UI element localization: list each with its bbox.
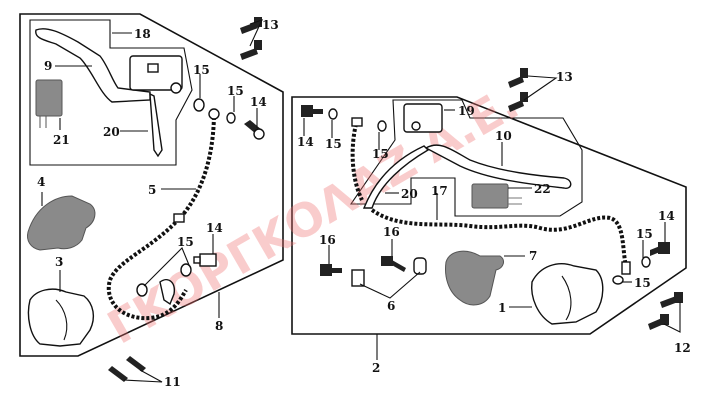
washer-icon [612, 275, 624, 285]
bolt-icon [381, 256, 393, 266]
part-label-3: 3 [55, 255, 63, 269]
reservoir-port [411, 121, 421, 131]
bolt-icon [240, 48, 258, 60]
part-label-15: 15 [177, 235, 194, 249]
bolt-shank [313, 109, 323, 114]
part-label-12: 12 [674, 341, 691, 355]
hose-banjo-lower [621, 261, 631, 275]
part-label-16: 16 [383, 225, 400, 239]
bolt-shank [332, 268, 342, 273]
washer-icon [641, 256, 651, 268]
front-master-cylinder [129, 55, 183, 91]
part-label-15: 15 [634, 276, 651, 290]
part-label-13: 13 [556, 70, 573, 84]
part-label-15: 15 [193, 63, 210, 77]
part-label-11: 11 [164, 375, 181, 389]
part-label-5: 5 [148, 183, 156, 197]
part-label-17: 17 [431, 184, 448, 198]
washer-icon [180, 263, 192, 277]
part-label-8: 8 [215, 319, 223, 333]
bolt-icon [301, 105, 313, 117]
bolt-icon [126, 356, 146, 372]
front-brake-pads [27, 195, 96, 251]
rear-brake-light-switch [471, 183, 509, 209]
front-lever-subframe [29, 19, 193, 166]
reservoir-cap [147, 63, 159, 73]
bolt-icon [240, 22, 258, 34]
part-label-13: 13 [262, 18, 279, 32]
caliper-detail [561, 275, 572, 321]
part-label-14: 14 [297, 135, 314, 149]
bolt-head [520, 92, 528, 102]
washer-icon [377, 120, 387, 132]
front-assembly-frame [19, 13, 284, 357]
part-label-4: 4 [37, 175, 45, 189]
part-label-15: 15 [636, 227, 653, 241]
front-brake-hose [106, 111, 216, 321]
part-label-18: 18 [134, 27, 151, 41]
bolt-head [674, 292, 683, 303]
bolt-icon [508, 76, 524, 88]
part-label-20: 20 [103, 125, 120, 139]
rear-master-cylinder [403, 103, 443, 133]
part-label-21: 21 [53, 133, 70, 147]
bolt-head [520, 68, 528, 78]
front-stop-switch [149, 92, 163, 158]
washer-icon [328, 108, 338, 120]
bolt-head [254, 17, 262, 27]
bolt-head [660, 314, 669, 325]
part-label-22: 22 [534, 182, 551, 196]
banjo-fitting [170, 82, 182, 94]
hose-fitting [413, 257, 427, 275]
rear-brake-pads [445, 250, 504, 306]
part-label-20: 20 [401, 187, 418, 201]
rear-short-hose [350, 123, 364, 201]
bolt-icon [658, 242, 670, 254]
washer-icon [226, 112, 236, 124]
rear-stop-switch [362, 145, 430, 209]
part-label-1: 1 [498, 301, 506, 315]
bolt-shank [390, 260, 406, 272]
bolt-shank [650, 246, 660, 256]
part-label-10: 10 [495, 129, 512, 143]
part-label-9: 9 [44, 59, 52, 73]
rear-brake-caliper [531, 263, 604, 325]
rear-assembly-frame [291, 96, 687, 335]
bolt-shank [193, 256, 201, 264]
caliper-detail [55, 299, 68, 341]
part-label-6: 6 [387, 299, 395, 313]
hose-banjo [351, 117, 363, 127]
hose-clamp [173, 213, 185, 223]
part-label-2: 2 [372, 361, 380, 375]
part-label-15: 15 [372, 147, 389, 161]
bolt-icon [199, 253, 217, 267]
front-brake-light-switch [35, 79, 63, 117]
washer-icon [136, 283, 148, 297]
leader-lines [41, 19, 681, 383]
part-label-16: 16 [319, 233, 336, 247]
rear-brake-hose [370, 208, 628, 267]
bolt-icon [660, 296, 678, 308]
part-label-15: 15 [227, 84, 244, 98]
rear-brake-lever [424, 144, 572, 189]
part-label-14: 14 [206, 221, 223, 235]
hose-fitting [351, 269, 365, 287]
rear-lever-subframe [349, 99, 583, 217]
hose-banjo-upper [208, 108, 220, 120]
part-label-7: 7 [529, 249, 537, 263]
part-label-14: 14 [658, 209, 675, 223]
front-brake-caliper [27, 288, 95, 347]
part-label-19: 19 [458, 104, 475, 118]
hose-banjo-lower [159, 278, 175, 306]
part-label-15: 15 [325, 137, 342, 151]
part-label-14: 14 [250, 95, 267, 109]
washer-icon [193, 98, 205, 112]
bolt-icon [108, 366, 128, 382]
bolt-head [254, 40, 262, 50]
bolt-icon [320, 264, 332, 276]
bolt-icon [508, 100, 524, 112]
bolt-head [253, 128, 265, 140]
